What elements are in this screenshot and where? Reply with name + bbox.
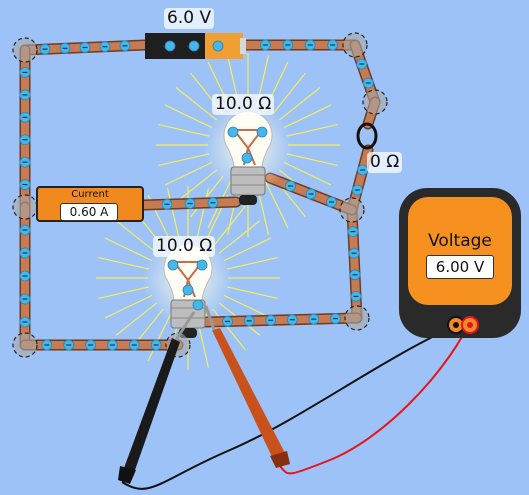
electron	[212, 40, 224, 52]
switch[interactable]	[356, 122, 378, 150]
light-ray	[278, 87, 321, 121]
voltmeter-jacks	[447, 316, 479, 334]
light-ray	[226, 286, 278, 300]
ammeter[interactable]: Current 0.60 A	[36, 186, 144, 222]
electron	[227, 126, 239, 138]
voltmeter-face: Voltage 6.00 V	[408, 197, 512, 305]
voltmeter-readout: 6.00 V	[426, 255, 494, 279]
bulb-top-resistance-label: 10.0 Ω	[212, 94, 275, 115]
light-ray	[175, 169, 218, 203]
bulb-top-light-rays	[156, 53, 340, 237]
junction-node[interactable]	[12, 194, 38, 220]
bulb-filaments	[173, 129, 263, 298]
electron	[188, 40, 200, 52]
light-ray	[115, 302, 158, 336]
light-ray	[164, 161, 213, 186]
light-ray	[158, 153, 210, 167]
light-ray	[264, 180, 289, 229]
light-ray	[223, 237, 272, 262]
junction-node[interactable]	[12, 332, 38, 358]
electron	[182, 284, 194, 296]
light-ray	[226, 256, 278, 270]
light-ray	[104, 237, 153, 262]
electron	[167, 259, 179, 271]
light-ray	[147, 313, 172, 362]
ammeter-readout: 0.60 A	[60, 203, 118, 221]
light-ray	[212, 205, 246, 248]
probe-wires	[121, 325, 469, 490]
light-ray	[286, 123, 338, 137]
junction-node[interactable]	[12, 37, 38, 63]
junction-node[interactable]	[344, 305, 370, 331]
light-ray	[283, 104, 332, 129]
electron	[192, 299, 204, 311]
wire[interactable]	[348, 206, 361, 322]
light-ray	[286, 153, 338, 167]
red-probe[interactable]	[204, 305, 290, 468]
black-probe[interactable]	[118, 311, 196, 484]
junction-node[interactable]	[362, 89, 388, 115]
light-ray	[104, 294, 153, 319]
electron	[256, 126, 268, 138]
ammeter-title: Current	[71, 189, 109, 200]
electron	[196, 259, 208, 271]
light-ray	[164, 104, 213, 129]
bulb-bottom-resistance-label: 10.0 Ω	[153, 236, 216, 257]
voltmeter-title: Voltage	[428, 231, 492, 251]
light-ray	[158, 123, 210, 137]
electrons	[19, 39, 374, 351]
light-ray	[196, 188, 210, 240]
light-ray	[98, 256, 150, 270]
light-ray	[166, 188, 180, 240]
light-ray	[98, 286, 150, 300]
voltmeter[interactable]: Voltage 6.00 V	[399, 188, 521, 338]
electron	[241, 152, 253, 164]
switch-resistance-label: 0 Ω	[367, 152, 403, 173]
light-ray	[272, 72, 306, 115]
junction-node[interactable]	[339, 197, 365, 223]
light-ray	[115, 220, 158, 254]
light-ray	[218, 220, 261, 254]
electron	[164, 40, 176, 52]
light-ray	[212, 308, 246, 351]
light-ray	[283, 161, 332, 186]
light-ray	[175, 87, 218, 121]
battery-voltage-label: 6.0 V	[164, 8, 215, 29]
junction-node[interactable]	[342, 32, 368, 58]
light-ray	[223, 294, 272, 319]
